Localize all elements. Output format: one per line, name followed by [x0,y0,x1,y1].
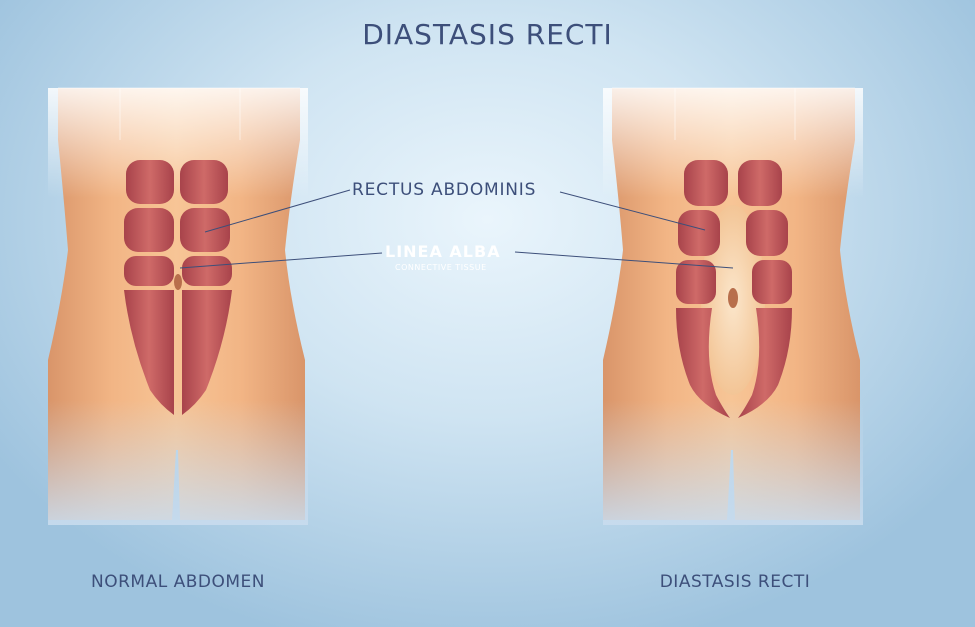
linea-pointer-left [179,252,383,269]
rectus-pointer-right [559,191,706,231]
linea-alba-label: LINEA ALBA [385,242,501,261]
muscle-segment [124,256,174,286]
muscle-segment [182,290,232,415]
normal-abdomen-figure [48,87,308,525]
muscle-segment [182,256,232,286]
muscle-segment [746,210,788,256]
diastasis-recti-caption: DIASTASIS RECTI [659,572,811,592]
navel [174,274,182,290]
muscle-segment [752,260,792,304]
label-pointers [179,189,734,269]
navel [728,288,738,308]
muscle-segment [676,308,730,418]
muscle-segment [126,160,174,204]
diastasis-recti-figure [603,87,863,525]
rectus-abdominis-label: RECTUS ABDOMINIS [352,180,537,200]
muscle-segment [180,208,230,252]
muscle-segment [738,308,792,418]
left-rectus-muscles [124,160,232,415]
muscle-segment [124,208,174,252]
rectus-pointer-left [204,189,351,233]
muscle-segment [676,260,716,304]
muscle-segment [684,160,728,206]
connective-tissue-label: CONNECTIVE TISSUE [395,263,487,272]
normal-abdomen-caption: NORMAL ABDOMEN [91,572,265,592]
page-title: DIASTASIS RECTI [362,18,613,51]
muscle-segment [180,160,228,204]
right-rectus-muscles [676,160,792,418]
muscle-segment [124,290,174,415]
muscle-segment [678,210,720,256]
linea-pointer-right [514,251,734,269]
muscle-segment [738,160,782,206]
